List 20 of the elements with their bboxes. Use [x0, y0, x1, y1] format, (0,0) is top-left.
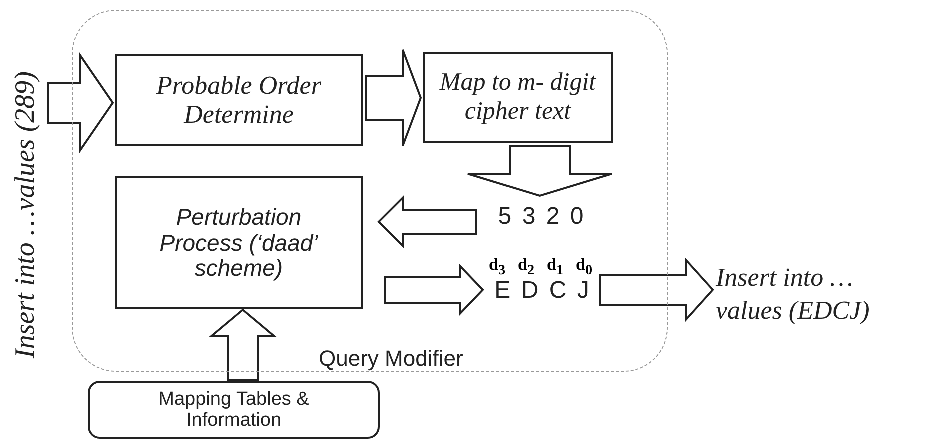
process-box [423, 52, 613, 143]
block-arrow [365, 49, 422, 147]
query-text: Insert into … values (EDCJ) [716, 262, 926, 340]
process-box [115, 54, 363, 146]
process-box [115, 176, 363, 309]
box-text: Probable Order Determine [155, 70, 322, 130]
block-arrow [47, 52, 114, 154]
box-text: Perturbation Process (‘daad’ scheme) [158, 204, 320, 282]
digit-sequence: 5 3 2 0 [482, 200, 600, 234]
block-arrow [384, 264, 484, 316]
block-arrow [378, 196, 477, 248]
box-text: Map to m- digit cipher text [438, 69, 598, 126]
group-label: Query Modifier [319, 347, 464, 372]
block-arrow [467, 145, 613, 198]
box-text: Mapping Tables & Information [158, 388, 310, 432]
block-arrow [209, 308, 277, 381]
data-box [88, 381, 380, 439]
query-text: Insert into …values (289) [12, 72, 40, 358]
block-arrow [599, 257, 714, 323]
group-container [72, 10, 668, 372]
